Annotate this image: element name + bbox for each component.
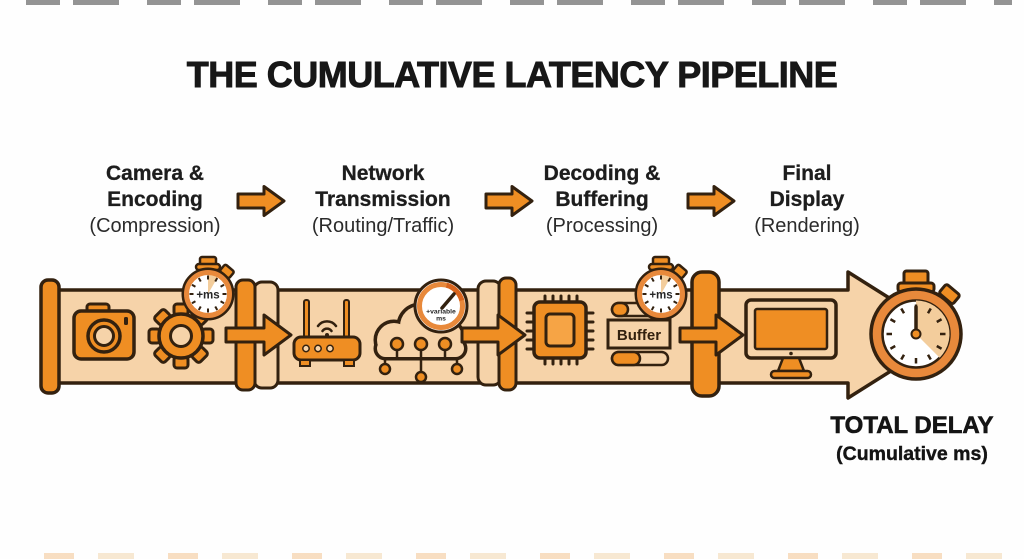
total-delay-label: TOTAL DELAY (Cumulative ms): [782, 411, 1024, 467]
stage-title-line: Decoding &: [543, 162, 661, 185]
total-stopwatch-icon: [869, 269, 963, 381]
stage-subtitle: (Rendering): [754, 215, 860, 237]
gauge-icon: +variable ms: [413, 278, 469, 334]
wifi-waves-icon: [316, 320, 338, 333]
total-delay-line2: (Cumulative ms): [836, 443, 988, 465]
pipe-flange-start: [39, 278, 61, 395]
cloud-network-icon: [373, 302, 468, 384]
cropped-text-artifact-top: [26, 0, 1012, 5]
stopwatch-icon: +ms: [181, 255, 235, 321]
gear-icon: [147, 302, 215, 370]
buffer-label: Buffer: [617, 327, 661, 344]
stage-label-network-transmission: Network Transmission (Routing/Traffic): [273, 161, 493, 239]
stage-title-line: Encoding: [107, 188, 203, 211]
network-nodes: [378, 336, 464, 384]
camera-icon: [72, 302, 136, 361]
stage-subtitle: (Compression): [89, 215, 221, 237]
flow-arrow-icon: [224, 313, 293, 357]
gauge-label-line1: +variable: [426, 309, 456, 316]
gauge-label-line2: ms: [436, 316, 446, 323]
stage-label-camera-encoding: Camera & Encoding (Compression): [45, 161, 265, 239]
page-title: THE CUMULATIVE LATENCY PIPELINE: [186, 54, 838, 96]
stage-title-line: Final: [782, 162, 832, 185]
router-icon: [292, 299, 362, 367]
flow-arrow-icon: [678, 313, 745, 357]
chip-icon: [525, 294, 595, 366]
monitor-icon: [744, 298, 838, 380]
stage-title-line: Network: [341, 162, 425, 185]
stopwatch-ms-label: +ms: [196, 290, 219, 302]
stage-arrow-icon: [236, 185, 736, 217]
buffer-icon: Buffer: [606, 301, 672, 367]
stage-label-decoding-buffering: Decoding & Buffering (Processing): [492, 161, 712, 239]
stage-title-line: Buffering: [555, 188, 649, 211]
flow-arrow-icon: [460, 313, 527, 357]
stage-title-line: Display: [769, 188, 845, 211]
stage-title-line: Camera &: [105, 162, 205, 185]
stage-label-final-display: Final Display (Rendering): [697, 161, 917, 239]
cropped-text-artifact-bottom: [44, 553, 1016, 559]
network-links: [383, 350, 459, 372]
total-delay-line1: TOTAL DELAY: [830, 412, 994, 440]
stage-subtitle: (Routing/Traffic): [311, 215, 455, 237]
stopwatch-icon: [636, 257, 687, 319]
stage-subtitle: (Processing): [545, 215, 659, 237]
stage-title-line: Transmission: [315, 188, 451, 211]
